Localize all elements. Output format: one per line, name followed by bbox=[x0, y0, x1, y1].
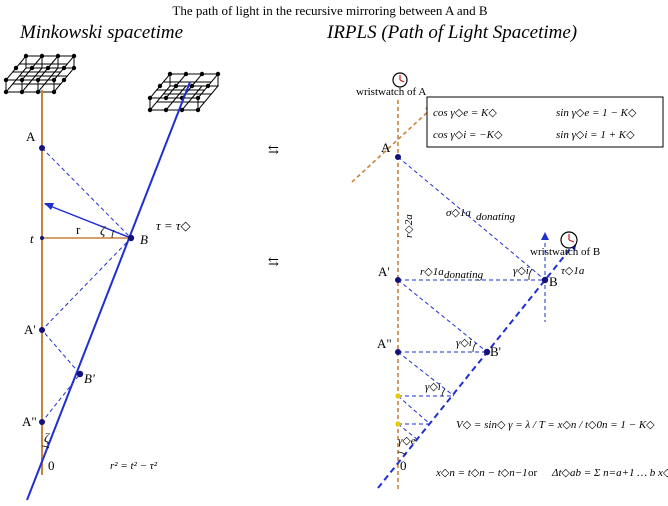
label-a1-right: A' bbox=[378, 264, 390, 279]
label-b-left: B bbox=[140, 232, 148, 247]
label-gamma-e: γ◇e bbox=[398, 435, 416, 447]
label-origin-right: 0 bbox=[400, 458, 407, 473]
point-a-left bbox=[39, 145, 45, 151]
label-gamma-i-1: γ◇i bbox=[513, 265, 529, 277]
light-path-right bbox=[397, 156, 546, 441]
point-a2-right bbox=[395, 349, 401, 355]
formula-cos-ge: cos γ◇e = K◇ bbox=[433, 107, 497, 119]
point-b-right bbox=[541, 276, 549, 284]
label-a2-right: A" bbox=[377, 336, 392, 351]
label-r2a: r◇2a bbox=[403, 214, 415, 238]
left-heading: Minkowski spacetime bbox=[19, 22, 183, 43]
label-a-right: A bbox=[381, 140, 391, 155]
label-origin-left: 0 bbox=[48, 458, 55, 473]
label-donating-1: donating bbox=[476, 211, 516, 223]
label-a-left: A bbox=[26, 129, 36, 144]
zeta-arc-origin bbox=[41, 445, 50, 449]
zeta-arc-b bbox=[111, 229, 115, 239]
label-tau1a: τ◇1a bbox=[561, 265, 585, 277]
label-wristwatch-b: wristwatch of B bbox=[530, 246, 600, 258]
worldline-b-left bbox=[26, 81, 191, 501]
label-b-right: B bbox=[549, 274, 558, 289]
label-tau-left: τ = τ◇ bbox=[156, 218, 191, 233]
point-b1-left bbox=[76, 370, 84, 378]
yellow-markers bbox=[395, 393, 401, 427]
figure-title: The path of light in the recursive mirro… bbox=[172, 3, 487, 18]
equation-step: x◇n = t◇n − t◇n−1 bbox=[435, 467, 528, 479]
point-b1-right bbox=[483, 348, 491, 356]
label-gamma-i-2: γ◇i bbox=[456, 337, 472, 349]
light-ray-arrow bbox=[44, 203, 132, 239]
label-zeta-left: ζ bbox=[100, 223, 106, 238]
point-t-left bbox=[40, 236, 44, 240]
light-line-right bbox=[377, 243, 575, 489]
point-a1-left bbox=[39, 327, 45, 333]
label-interval-left: r² = t² − τ² bbox=[110, 460, 158, 472]
formula-box bbox=[426, 96, 664, 148]
swap-symbol-1: ⇆ bbox=[268, 142, 279, 157]
frame-axis-a bbox=[351, 107, 433, 183]
label-r1a: r◇1a bbox=[420, 266, 444, 278]
formula-sin-gi: sin γ◇i = 1 + K◇ bbox=[556, 129, 635, 141]
equation-velocity: V◇ = sin◇ γ = λ / T = x◇n / t◇0n = 1 − K… bbox=[456, 419, 655, 431]
label-a1-left: A' bbox=[24, 322, 36, 337]
spacetime-grid-right bbox=[147, 71, 221, 113]
point-a1-right bbox=[395, 277, 401, 283]
label-b1-left: B' bbox=[84, 371, 95, 386]
equation-or: or bbox=[528, 467, 538, 479]
label-gamma-i-3: γ◇i bbox=[425, 381, 441, 393]
label-donating-2: donating bbox=[444, 269, 484, 281]
gamma-arc-3 bbox=[441, 388, 446, 397]
formula-sin-ge: sin γ◇e = 1 − K◇ bbox=[556, 107, 637, 119]
gamma-arc-2 bbox=[472, 342, 477, 353]
label-r-left: r bbox=[76, 222, 81, 237]
spacetime-grid-left bbox=[3, 53, 77, 95]
label-a2-left: A" bbox=[22, 414, 37, 429]
point-a2-left bbox=[39, 419, 45, 425]
wristwatch-b-icon bbox=[560, 231, 578, 249]
point-b-left bbox=[127, 234, 135, 242]
wristwatch-a-icon bbox=[392, 72, 408, 88]
swap-symbol-2: ⇆ bbox=[268, 254, 279, 269]
label-wristwatch-a: wristwatch of A bbox=[356, 86, 426, 98]
arrowhead-left bbox=[44, 203, 54, 210]
right-heading: IRPLS (Path of Light Spacetime) bbox=[326, 22, 577, 43]
label-sigma1a: σ◇1a bbox=[446, 207, 471, 219]
equation-sum: Δt◇ab = Σ n=a+1 … b x◇n bbox=[551, 467, 668, 479]
point-a-right bbox=[395, 154, 401, 160]
label-b1-right: B' bbox=[490, 344, 501, 359]
gamma-arc-origin bbox=[397, 451, 407, 456]
label-zeta2-left: ζ bbox=[44, 430, 50, 445]
vertical-b-arrow bbox=[541, 232, 549, 240]
label-t-left: t bbox=[30, 231, 34, 246]
formula-cos-gi: cos γ◇i = −K◇ bbox=[433, 129, 503, 141]
gamma-arc-1 bbox=[528, 268, 533, 281]
